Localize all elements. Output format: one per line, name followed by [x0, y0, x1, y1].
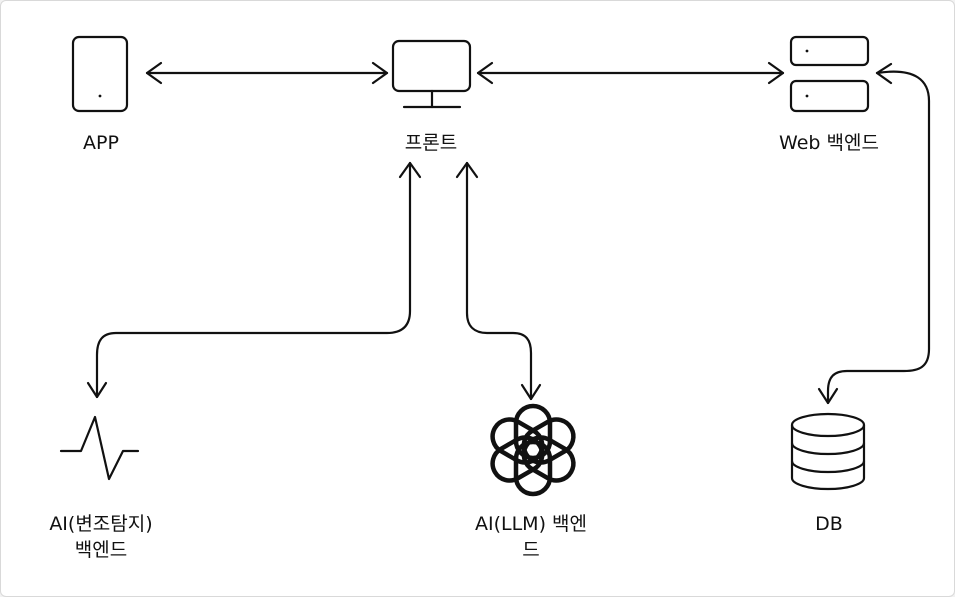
- node-label-ai-llm-line1: AI(LLM) 백엔: [475, 513, 587, 535]
- waveform-icon: [59, 415, 140, 481]
- edge-app-front: [145, 61, 389, 85]
- edge-web-db: [817, 62, 931, 405]
- edge-front-web: [476, 61, 785, 85]
- node-label-app: APP: [83, 132, 119, 154]
- node-label-ai-llm-line2: 드: [522, 539, 540, 561]
- node-label-ai-anomaly-line2: 백엔드: [74, 539, 128, 561]
- edge-front-ai-llm: [455, 161, 542, 401]
- openai-logo-icon: [490, 403, 576, 497]
- node-label-front: 프론트: [404, 132, 458, 154]
- node-label-ai-anomaly: AI(변조탐지) 백엔드: [21, 511, 181, 563]
- server-icon: [789, 35, 870, 113]
- node-label-ai-llm: AI(LLM) 백엔 드: [441, 511, 621, 563]
- node-label-web-backend: Web 백엔드: [779, 132, 879, 154]
- node-label-ai-anomaly-line1: AI(변조탐지): [49, 513, 153, 535]
- phone-icon: [71, 35, 129, 113]
- monitor-icon: [391, 39, 472, 109]
- database-icon: [790, 412, 866, 491]
- edge-front-ai-anomaly: [86, 161, 422, 399]
- node-label-db: DB: [815, 513, 843, 535]
